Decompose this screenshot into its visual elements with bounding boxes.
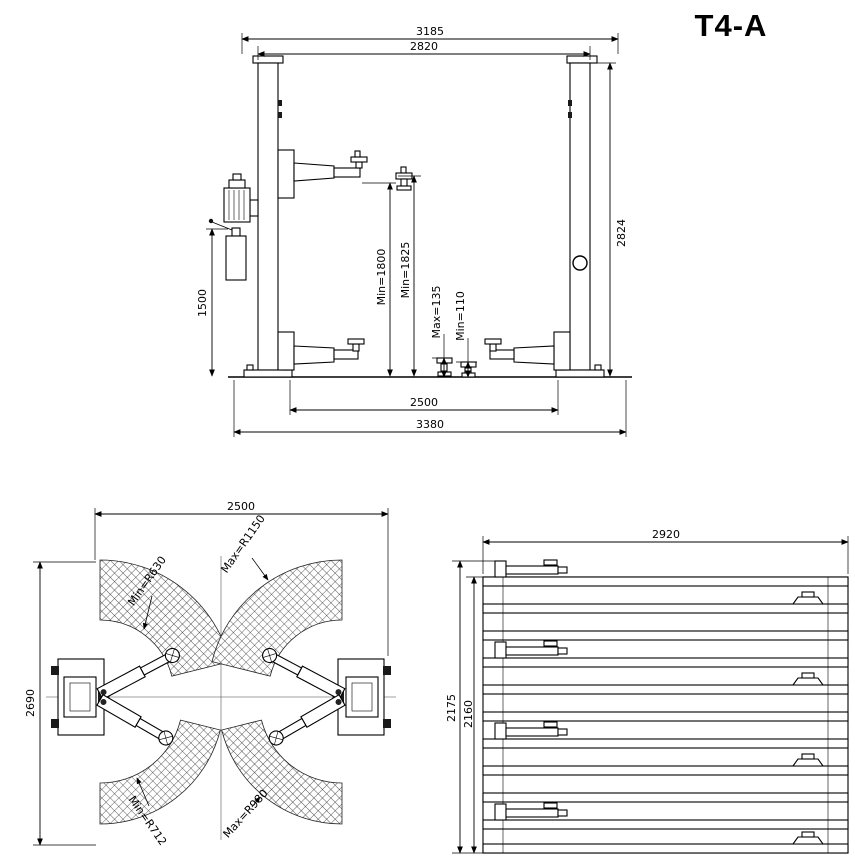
adapter-pad-max [436, 357, 453, 377]
dim-1500-label: 1500 [196, 289, 209, 317]
front-right-post [555, 55, 605, 378]
dim-plan-2500-label: 2500 [227, 500, 255, 513]
dim-front-post-height: 2824 [594, 62, 628, 377]
plan-arm-rear-left [96, 694, 174, 746]
dim-2824-label: 2824 [615, 219, 628, 247]
dim-min1800-label: Min=1800 [375, 249, 388, 306]
dim-min1825-label: Min=1825 [399, 242, 412, 299]
side-cross-beams [482, 576, 849, 854]
release-handle [208, 218, 214, 224]
front-lower-arm-left [277, 331, 365, 371]
dim-3380-label: 3380 [416, 418, 444, 431]
dim-front-pad-min: Min=110 [454, 291, 477, 378]
dim-max135-label: Max=135 [430, 286, 443, 339]
dim-2690-label: 2690 [24, 689, 37, 717]
side-pad-2 [791, 672, 825, 686]
plan-right-post [332, 658, 391, 736]
dim-front-pad-max: Max=135 [430, 286, 452, 378]
side-view: 2920 2175 2160 [445, 528, 849, 854]
page-title: T4-A [695, 8, 768, 43]
power-unit [208, 173, 259, 281]
front-lower-arm-right [484, 331, 571, 371]
dim-front-min-lift-pad: Min=1825 [398, 175, 421, 377]
dim-min110-label: Min=110 [454, 291, 467, 341]
plan-arm-front-left [96, 647, 180, 701]
dim-front-power-unit-height: 1500 [196, 228, 228, 377]
dim-front-post-spacing: 2820 [257, 40, 591, 60]
plan-arm-front-right [262, 647, 346, 701]
plan-left-post [51, 658, 110, 736]
side-pad-4 [791, 831, 825, 845]
swing-area-rear-left [99, 719, 221, 825]
dim-front-base-overall: 3380 [233, 380, 627, 437]
side-arm-2 [494, 640, 568, 659]
adapter-pad-min [460, 361, 477, 378]
dim-2160-label: 2160 [462, 700, 475, 728]
side-arm-1 [494, 559, 568, 578]
dim-3185-label: 3185 [416, 25, 444, 38]
adapter-pad-upper [395, 166, 413, 191]
dim-side-height-overall: 2175 [445, 560, 497, 854]
front-view: 3185 2820 2824 1500 Min=1800 Min=1825 [196, 25, 632, 437]
swing-area-rear-right [221, 719, 343, 825]
dim-max-r1150-label: Max=R1150 [218, 513, 267, 576]
dim-2820-label: 2820 [410, 40, 438, 53]
dim-plan-front-max-radius: Max=R1150 [218, 513, 269, 581]
dim-plan-rear-max-radius: Max=R980 [221, 787, 271, 841]
dim-plan-depth: 2690 [24, 561, 96, 846]
dim-front-overall-top-width: 3185 [241, 25, 619, 54]
side-pad-1 [791, 591, 825, 605]
dim-plan-width: 2500 [94, 500, 389, 656]
side-pad-3 [791, 753, 825, 767]
plan-arm-rear-right [268, 694, 346, 746]
front-upper-arm [277, 149, 368, 199]
swing-area-front-right [211, 559, 343, 677]
dim-2920-label: 2920 [652, 528, 680, 541]
dim-front-drive-through: 2500 [289, 380, 559, 415]
dim-side-width: 2920 [482, 528, 849, 574]
post-port-hole [572, 255, 588, 271]
dim-2500-label: 2500 [410, 396, 438, 409]
dim-front-min-lift-arm: Min=1800 [362, 182, 396, 377]
dim-side-height-column: 2160 [462, 576, 487, 854]
dim-2175-label: 2175 [445, 694, 458, 722]
plan-view: 2500 2690 Min=R630 Max=R1150 Min=R712 Ma… [24, 500, 396, 848]
side-arm-4 [494, 802, 568, 821]
dim-max-r980-label: Max=R980 [221, 787, 271, 841]
side-arm-3 [494, 721, 568, 740]
